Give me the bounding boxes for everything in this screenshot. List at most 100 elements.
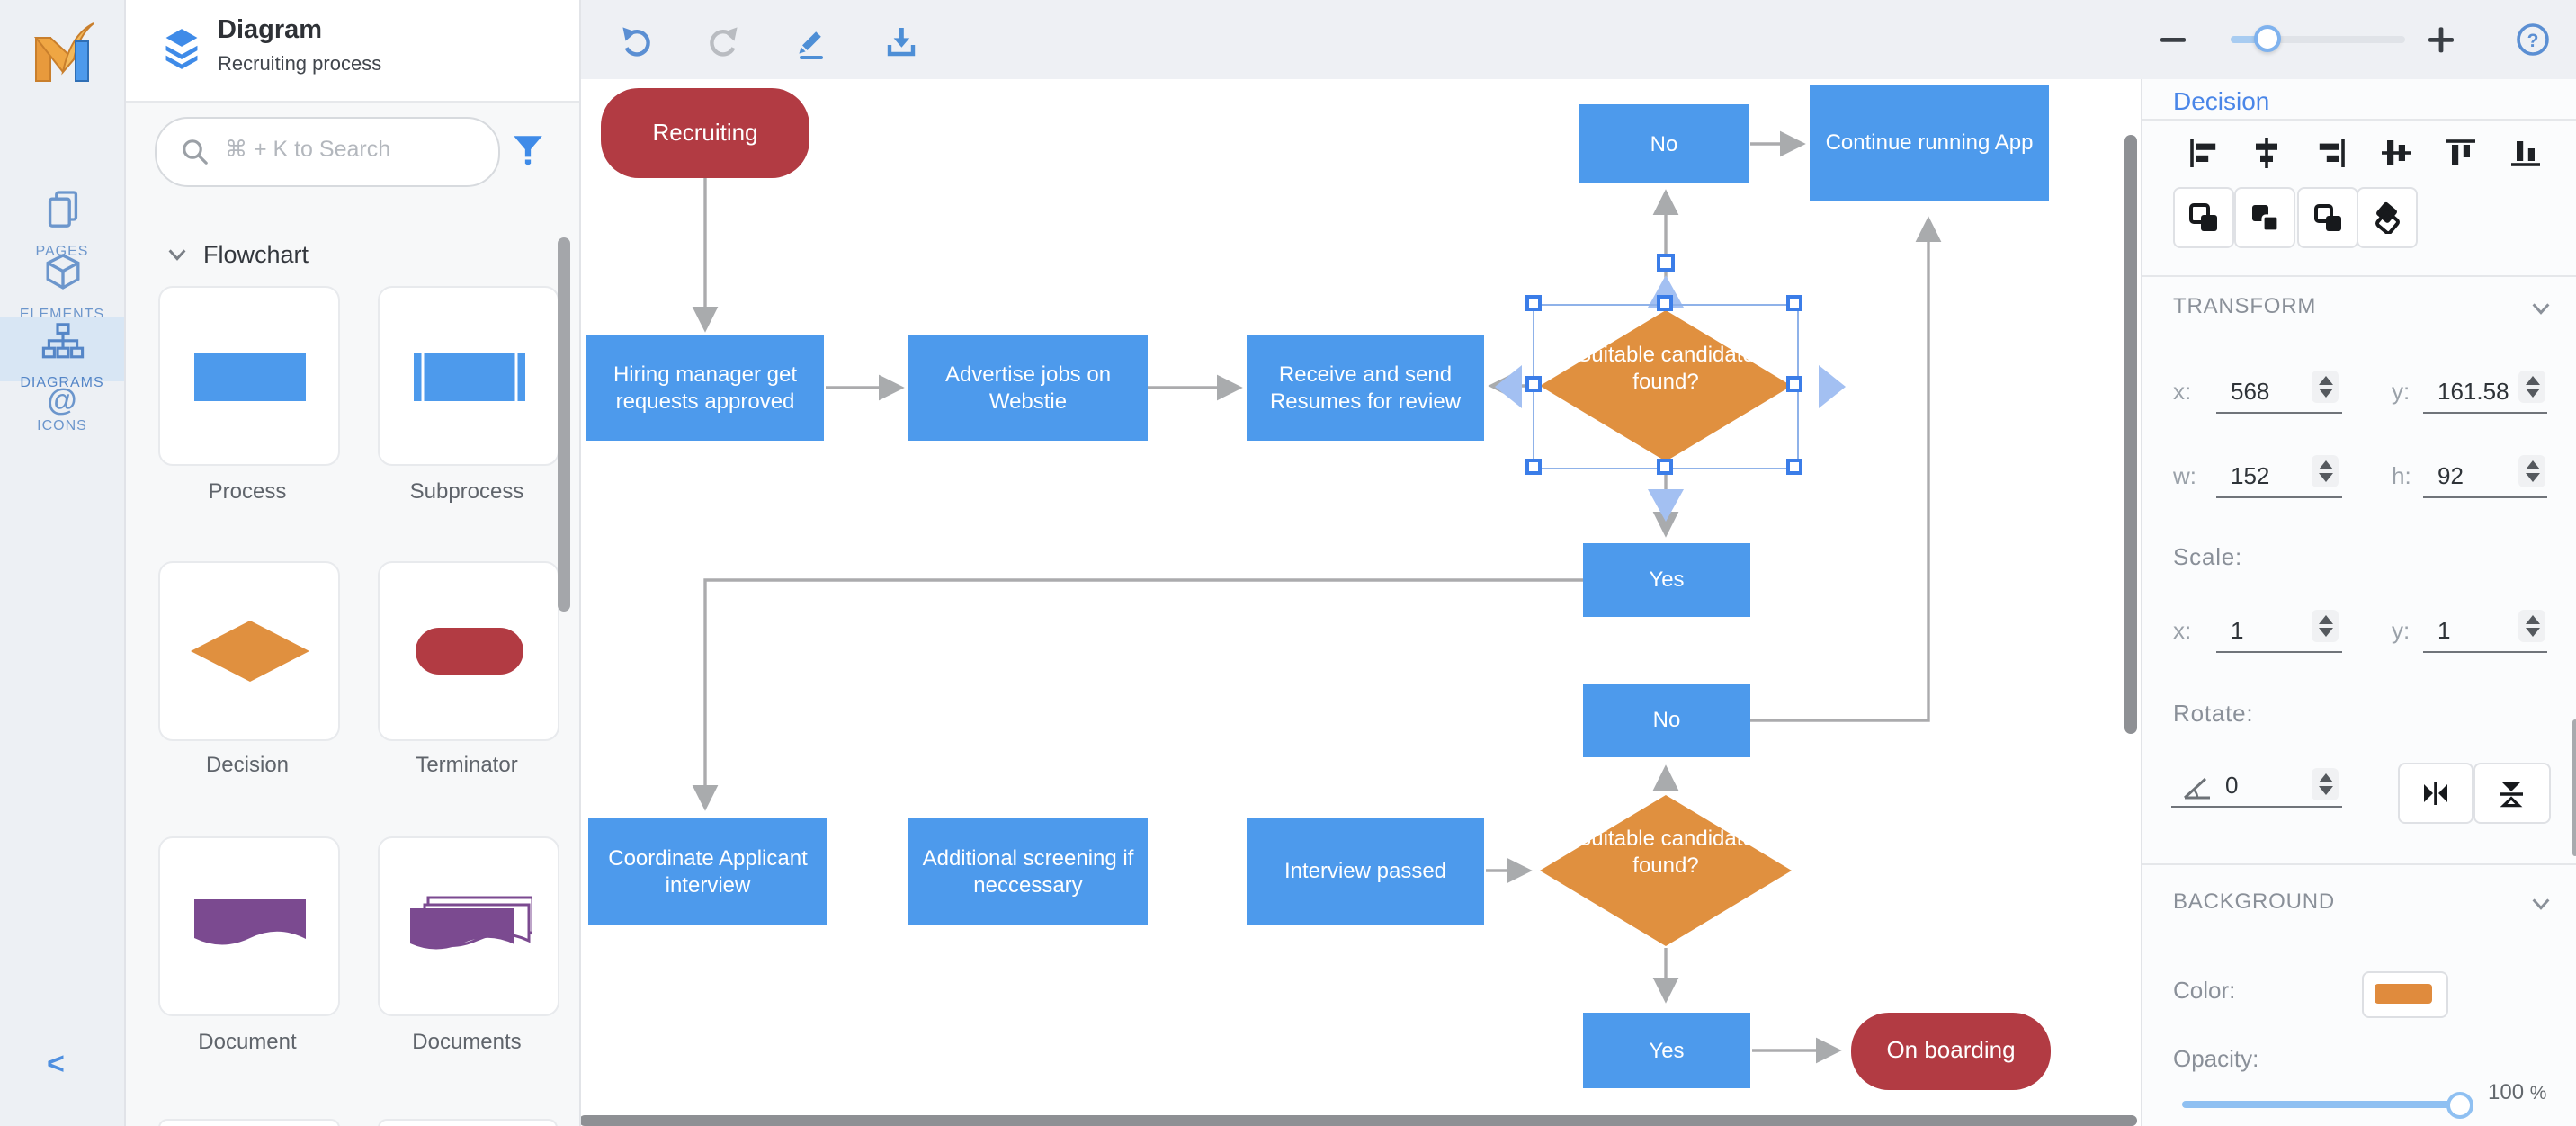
opacity-slider-knob[interactable] (2446, 1091, 2473, 1118)
flow-node-process[interactable]: Hiring manager get requests approved (586, 335, 824, 441)
selection-handle-se[interactable] (1786, 458, 1802, 474)
help-button[interactable]: ? (2515, 22, 2551, 58)
section-flowchart[interactable]: Flowchart (165, 241, 309, 268)
zoom-slider-track[interactable] (2231, 36, 2405, 43)
y-label: y: (2392, 617, 2411, 644)
shape-card-terminator[interactable] (378, 561, 559, 741)
y-label: y: (2392, 378, 2411, 405)
zoom-slider-knob[interactable] (2254, 25, 2281, 52)
bring-to-front-button[interactable] (2296, 186, 2357, 247)
flip-vertical-icon (2500, 781, 2524, 807)
selection-handle-n[interactable] (1656, 295, 1672, 311)
flow-node-no[interactable]: No (1583, 684, 1750, 757)
x-stepper[interactable] (2312, 371, 2339, 403)
align-center-horizontal-icon[interactable] (2249, 135, 2285, 171)
shape-card-decision[interactable] (158, 561, 340, 741)
selection-handle-e[interactable] (1786, 376, 1802, 392)
flow-node-process[interactable]: Continue running App (1810, 85, 2049, 201)
redo-button[interactable] (705, 23, 741, 59)
flip-vertical-button[interactable] (2473, 763, 2550, 823)
diagram-canvas[interactable]: Recruiting Hiring manager get requests a… (579, 79, 2141, 1126)
selection-handle-w[interactable] (1525, 376, 1542, 392)
flow-node-terminator-start[interactable]: Recruiting (601, 88, 809, 178)
chevron-down-icon[interactable] (2529, 892, 2553, 916)
zoom-slider-fill (2231, 36, 2272, 43)
y-stepper[interactable] (2518, 371, 2545, 403)
left-rail: PAGES ELEMENTS DIAGRAMS @ ICONS < (0, 0, 126, 1126)
opacity-value: 100 % (2488, 1079, 2547, 1104)
annotate-button[interactable] (793, 23, 829, 59)
shape-card-document[interactable] (158, 836, 340, 1016)
transform-section-header[interactable]: TRANSFORM (2173, 293, 2317, 318)
connector-port-handle[interactable] (1657, 254, 1675, 272)
collapse-sidebar-button[interactable]: < (47, 1047, 65, 1081)
export-button[interactable] (883, 23, 919, 59)
selection-handle-s[interactable] (1656, 458, 1672, 474)
flow-node-process[interactable]: Coordinate Applicant interview (588, 818, 827, 925)
canvas-horizontal-scrollbar[interactable] (579, 1115, 2137, 1126)
filter-icon[interactable] (509, 131, 547, 169)
library-scrollbar[interactable] (558, 237, 569, 612)
rotate-label: Rotate: (2173, 700, 2254, 727)
flow-node-yes[interactable]: Yes (1583, 543, 1750, 617)
align-middle-vertical-icon[interactable] (2378, 135, 2414, 171)
flow-node-terminator-end[interactable]: On boarding (1851, 1013, 2051, 1090)
flow-node-process[interactable]: Advertise jobs on Webstie (908, 335, 1148, 441)
flow-node-no[interactable]: No (1579, 104, 1749, 183)
send-backward-button[interactable] (2234, 186, 2295, 247)
align-right-icon[interactable] (2313, 135, 2349, 171)
zoom-in-button[interactable] (2423, 22, 2459, 58)
shape-label: Process (208, 478, 287, 504)
selection-handle-sw[interactable] (1525, 458, 1542, 474)
zoom-out-button[interactable] (2155, 22, 2191, 58)
opacity-slider-track[interactable] (2181, 1101, 2469, 1108)
sidebar-item-elements[interactable]: ELEMENTS (0, 250, 124, 322)
shape-card-subprocess[interactable] (378, 286, 559, 466)
shape-card-partial[interactable] (378, 1119, 558, 1126)
align-bottom-icon[interactable] (2508, 135, 2544, 171)
selection-handle-ne[interactable] (1786, 295, 1802, 311)
page-subtitle: Recruiting process (218, 54, 382, 76)
library-header: Diagram Recruiting process (124, 0, 579, 103)
align-top-icon[interactable] (2442, 135, 2478, 171)
shape-card-partial[interactable] (158, 1119, 340, 1126)
flow-node-decision-2[interactable] (1540, 795, 1792, 946)
x-label: x: (2173, 378, 2192, 405)
w-stepper[interactable] (2312, 455, 2339, 487)
sidebar-item-icons[interactable]: @ ICONS (0, 385, 124, 433)
sidebar-item-pages[interactable]: PAGES (0, 187, 124, 259)
chevron-down-icon[interactable] (2529, 297, 2553, 320)
flip-horizontal-button[interactable] (2397, 763, 2473, 823)
sidebar-item-label: DIAGRAMS (20, 374, 104, 390)
moqups-logo[interactable] (25, 16, 101, 88)
send-to-back-button[interactable] (2356, 186, 2417, 247)
shape-card-process[interactable] (158, 286, 340, 466)
shape-card-documents[interactable] (378, 836, 559, 1016)
library-panel: Diagram Recruiting process Flowchart (124, 0, 581, 1126)
undo-button[interactable] (619, 23, 655, 59)
documents-shape (409, 896, 532, 950)
sidebar-item-label: ICONS (37, 417, 87, 433)
background-section-header[interactable]: BACKGROUND (2173, 889, 2336, 914)
flow-node-process[interactable]: Interview passed (1247, 818, 1484, 925)
rotate-stepper[interactable] (2312, 768, 2339, 800)
inspector-panel: Decision (2141, 79, 2576, 1126)
selected-element-title: Decision (2173, 86, 2270, 115)
sidebar-item-diagrams[interactable]: DIAGRAMS (0, 322, 124, 390)
scale-y-stepper[interactable] (2518, 610, 2545, 642)
flow-node-decision-1[interactable] (1540, 310, 1792, 461)
shape-label: Documents (412, 1029, 522, 1054)
h-stepper[interactable] (2518, 455, 2545, 487)
page-title: Diagram (218, 16, 323, 45)
search-input[interactable] (221, 135, 480, 164)
flow-node-process[interactable]: Receive and send Resumes for review (1247, 335, 1484, 441)
background-color-picker[interactable] (2361, 970, 2447, 1017)
bring-forward-button[interactable] (2172, 186, 2233, 247)
scale-x-stepper[interactable] (2312, 610, 2339, 642)
inspector-scrollbar[interactable] (2572, 719, 2576, 856)
align-left-icon[interactable] (2185, 135, 2221, 171)
flow-node-process[interactable]: Additional screening if neccessary (908, 818, 1148, 925)
canvas-vertical-scrollbar[interactable] (2124, 135, 2137, 734)
selection-handle-nw[interactable] (1525, 295, 1542, 311)
flow-node-yes[interactable]: Yes (1583, 1013, 1750, 1088)
